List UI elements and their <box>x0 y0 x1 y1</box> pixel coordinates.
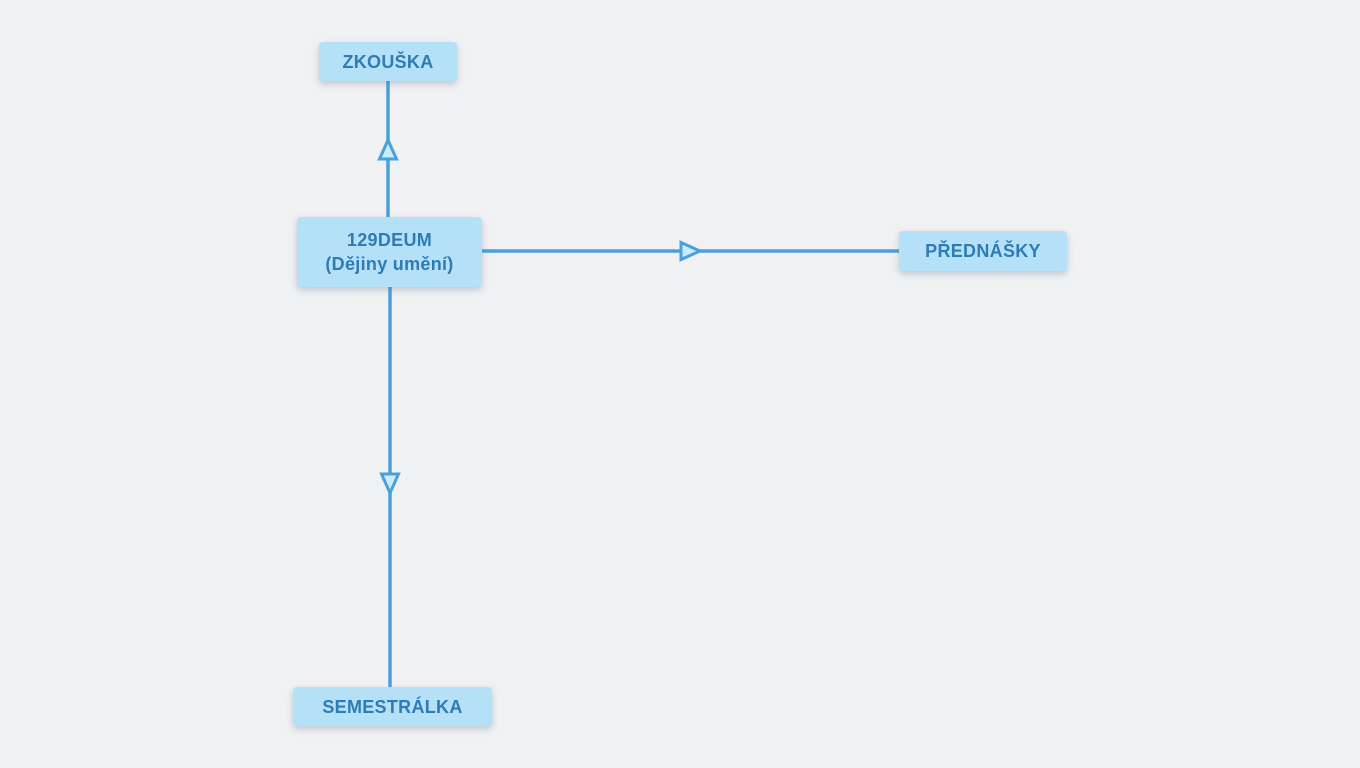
node-129deum[interactable]: 129DEUM (Dějiny umění) <box>297 217 482 287</box>
node-semestralka-label: SEMESTRÁLKA <box>322 696 463 717</box>
node-prednasky-label: PŘEDNÁŠKY <box>925 241 1041 261</box>
node-129deum-label: 129DEUM (Dějiny umění) <box>325 230 454 274</box>
node-zkouska-label: ZKOUŠKA <box>342 51 434 72</box>
arrowhead-right-icon <box>679 240 704 262</box>
edge-deum-zkouska <box>377 81 399 217</box>
node-prednasky[interactable]: PŘEDNÁŠKY <box>899 231 1067 271</box>
node-semestralka[interactable]: SEMESTRÁLKA <box>293 687 492 726</box>
arrowhead-down-icon <box>379 472 401 497</box>
arrowhead-up-icon <box>377 136 399 161</box>
edge-deum-semestralka <box>379 287 401 687</box>
node-zkouska[interactable]: ZKOUŠKA <box>319 42 457 81</box>
edge-deum-prednasky <box>482 240 899 262</box>
